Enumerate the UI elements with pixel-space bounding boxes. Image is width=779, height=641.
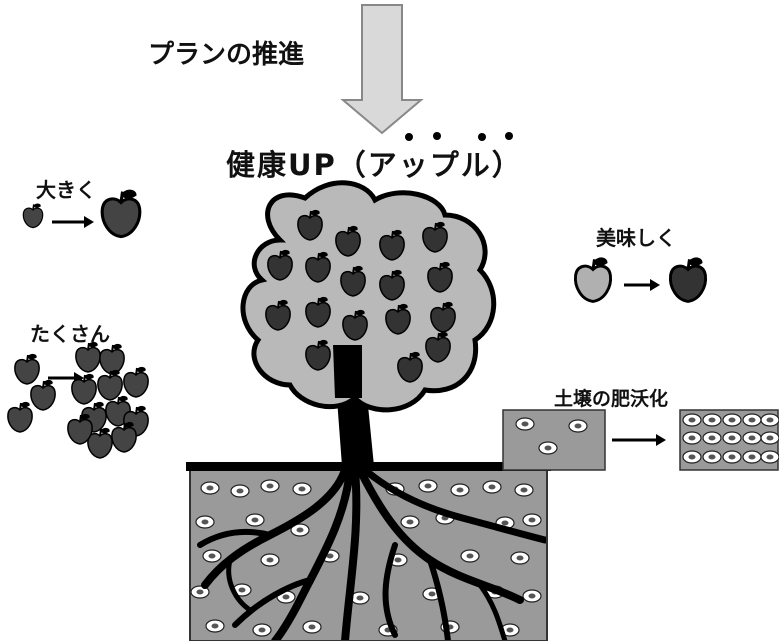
more-label: たくさん — [30, 322, 110, 346]
soil-fertility-label: 土壌の肥沃化 — [554, 388, 669, 410]
bigger-label: 大きく — [36, 178, 96, 202]
tree-canopy — [240, 180, 497, 413]
soil-block — [186, 462, 551, 641]
right-arrow-icon — [52, 216, 94, 228]
soil-fertility-illustration — [502, 409, 779, 471]
tastier-label: 美味しく — [596, 226, 676, 250]
bigger-illustration — [22, 189, 142, 239]
ground-line — [186, 462, 551, 471]
tree-roots — [197, 470, 547, 641]
health-up-title: 健康UP（アップル） — [226, 148, 523, 182]
tastier-illustration — [573, 257, 708, 303]
right-arrow-icon — [612, 434, 666, 446]
plan-promotion-label: プランの推進 — [148, 40, 305, 70]
more-illustration — [6, 341, 150, 459]
emphasis-dots — [405, 132, 513, 141]
right-arrow-icon — [624, 279, 660, 291]
down-arrow-icon — [340, 4, 424, 135]
